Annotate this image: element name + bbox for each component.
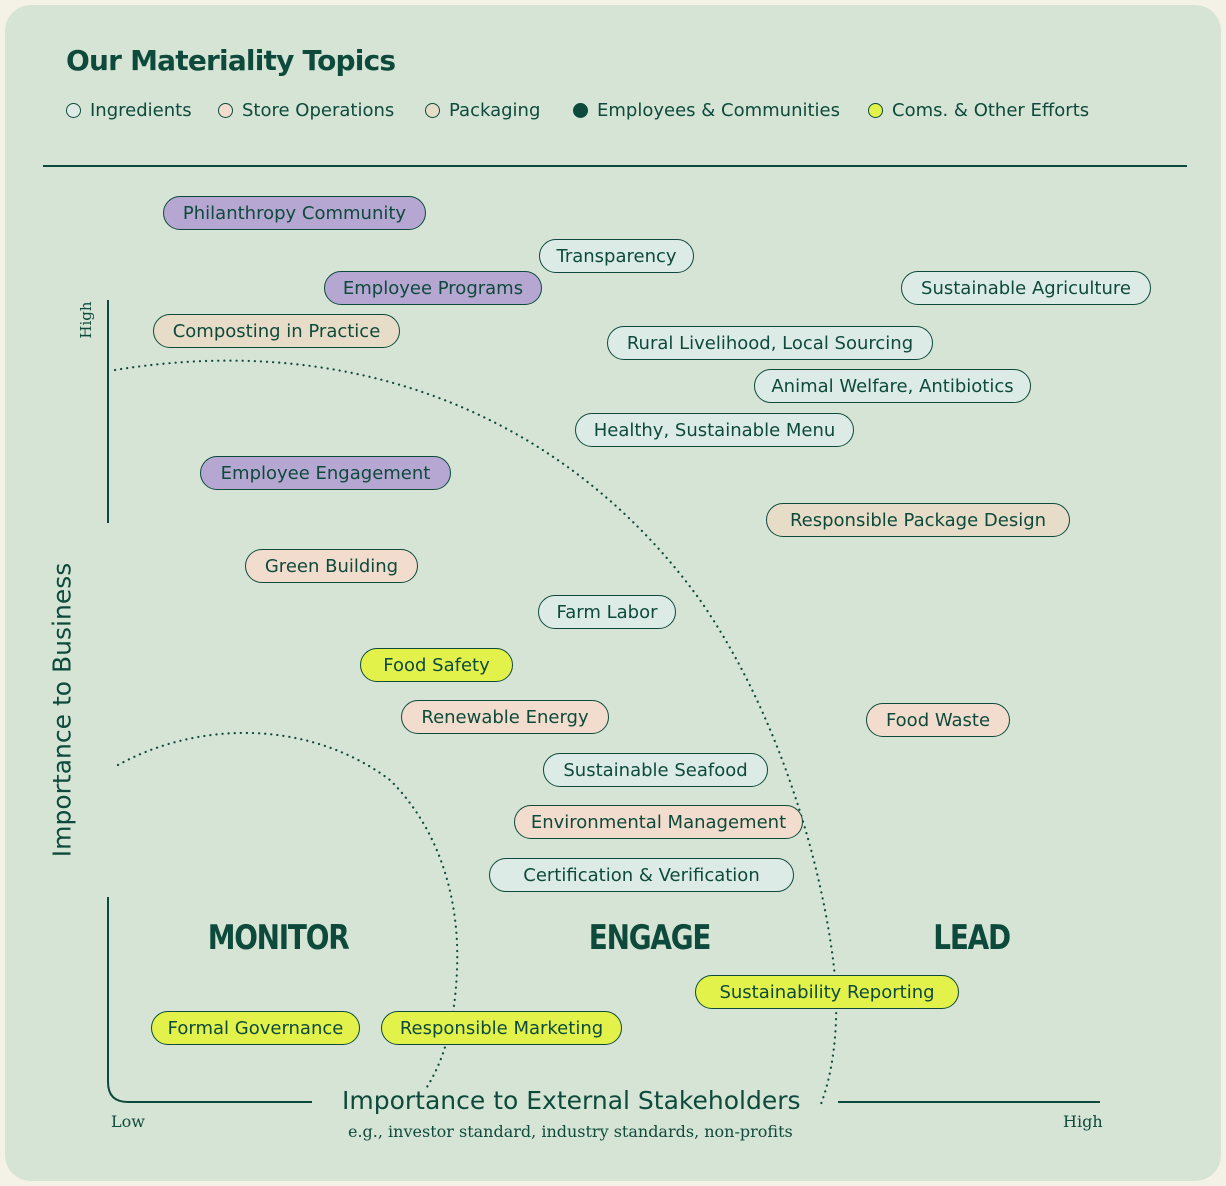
- topic-composting-in-practice: Composting in Practice: [153, 314, 400, 348]
- legend-label: Store Operations: [242, 100, 395, 121]
- x-axis-high-label: High: [1063, 1112, 1103, 1131]
- x-axis-sublabel: e.g., investor standard, industry standa…: [348, 1122, 793, 1141]
- legend-label: Coms. & Other Efforts: [892, 100, 1090, 121]
- topic-philanthropy-community: Philanthropy Community: [163, 196, 426, 230]
- topic-certification-verification: Certification & Verification: [489, 858, 794, 892]
- legend-dot-store-operations: [218, 103, 233, 118]
- y-axis-label: Importance to Business: [47, 562, 77, 858]
- topic-employee-engagement: Employee Engagement: [200, 456, 451, 490]
- legend-dot-packaging: [425, 103, 440, 118]
- x-axis-low-label: Low: [111, 1112, 145, 1131]
- zone-lead: LEAD: [933, 918, 1011, 958]
- x-axis-label: Importance to External Stakeholders: [342, 1086, 801, 1115]
- topic-employee-programs: Employee Programs: [324, 271, 542, 305]
- legend-dot-coms-other: [868, 103, 883, 118]
- legend-item-store-operations: Store Operations: [218, 100, 394, 121]
- topic-green-building: Green Building: [245, 549, 418, 583]
- topic-environmental-management: Environmental Management: [514, 805, 803, 839]
- zone-engage: ENGAGE: [588, 918, 712, 958]
- topic-formal-governance: Formal Governance: [151, 1011, 360, 1045]
- topic-sustainable-seafood: Sustainable Seafood: [543, 753, 768, 787]
- topic-food-safety: Food Safety: [360, 648, 513, 682]
- header-divider: [43, 165, 1187, 167]
- legend-item-ingredients: Ingredients: [66, 100, 192, 121]
- topic-responsible-package-design: Responsible Package Design: [766, 503, 1070, 537]
- topic-healthy-sustainable-menu: Healthy, Sustainable Menu: [575, 413, 854, 447]
- topic-animal-welfare-antibiotics: Animal Welfare, Antibiotics: [754, 369, 1031, 403]
- legend-label: Packaging: [449, 100, 541, 121]
- y-axis-lower: [107, 897, 312, 1103]
- topic-renewable-energy: Renewable Energy: [401, 700, 609, 734]
- topic-responsible-marketing: Responsible Marketing: [381, 1011, 622, 1045]
- legend-dot-ingredients: [66, 103, 81, 118]
- legend-item-coms-other: Coms. & Other Efforts: [868, 100, 1089, 121]
- topic-farm-labor: Farm Labor: [538, 595, 676, 629]
- legend-item-packaging: Packaging: [425, 100, 540, 121]
- topic-sustainable-agriculture: Sustainable Agriculture: [901, 271, 1151, 305]
- zone-monitor: MONITOR: [207, 918, 350, 958]
- topic-food-waste: Food Waste: [866, 703, 1010, 737]
- page-title: Our Materiality Topics: [66, 44, 396, 77]
- y-axis-high-label: High: [77, 301, 95, 339]
- legend-label: Employees & Communities: [597, 100, 840, 121]
- topic-rural-livelihood-local-sourcing: Rural Livelihood, Local Sourcing: [607, 326, 933, 360]
- legend-item-employees-communities: Employees & Communities: [573, 100, 840, 121]
- topic-sustainability-reporting: Sustainability Reporting: [695, 975, 959, 1009]
- legend-dot-employees-communities: [573, 103, 588, 118]
- topic-transparency: Transparency: [539, 239, 694, 273]
- legend-label: Ingredients: [90, 100, 192, 121]
